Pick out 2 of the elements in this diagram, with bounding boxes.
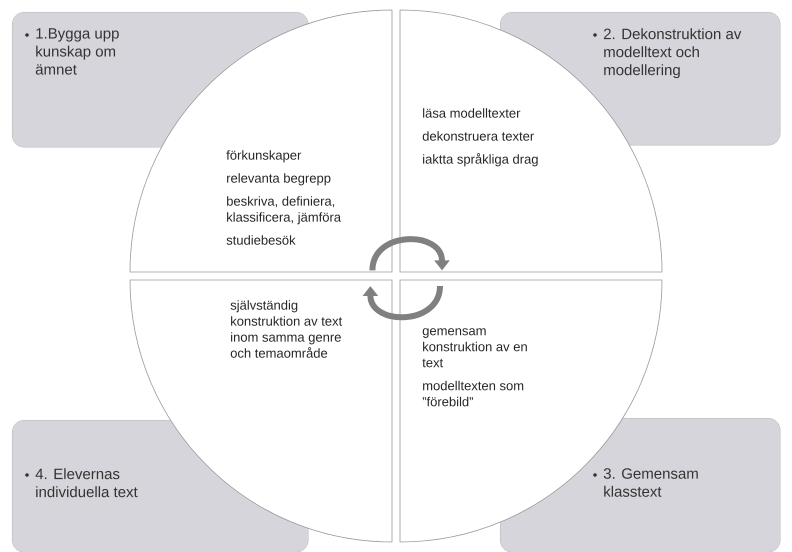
curved-arrow [369,236,450,271]
quadrant-sector: förkunskaper relevanta begrepp beskriva, definiera, klassificera, jämföra studiebesök [130,10,392,272]
